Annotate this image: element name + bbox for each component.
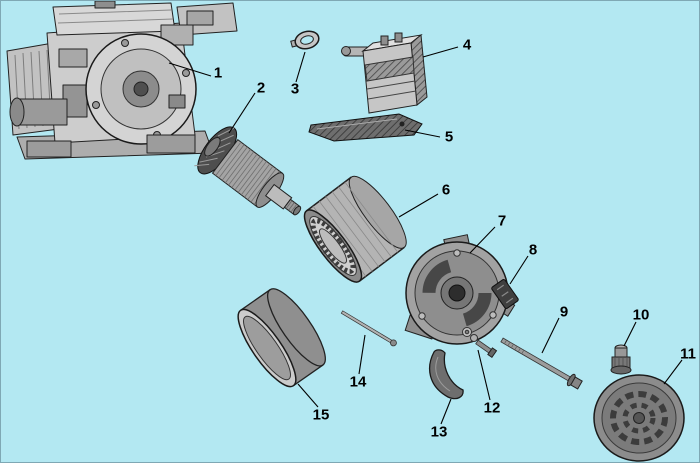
flat-bracket-art: [308, 113, 423, 142]
rotor-armature-art: [194, 126, 302, 216]
callout-9: 9: [559, 303, 569, 321]
callout-14: 14: [349, 373, 367, 391]
leader-lines: [168, 46, 683, 425]
engine-assembly-art: [6, 1, 238, 160]
callout-10: 10: [632, 306, 650, 324]
through-bolt-art: [500, 337, 583, 390]
callout-5: 5: [444, 128, 454, 146]
callout-13: 13: [430, 423, 448, 441]
sleeve-art: [237, 288, 326, 388]
callout-1: 1: [213, 64, 223, 82]
rectifier-art: [341, 32, 428, 114]
callout-3: 3: [290, 80, 300, 98]
callout-12: 12: [483, 399, 501, 417]
retaining-ring-art: [290, 30, 320, 50]
callout-7: 7: [497, 212, 507, 230]
guard-art: [428, 349, 464, 400]
end-cover-art: [593, 374, 685, 462]
callout-8: 8: [528, 241, 538, 259]
rod-art: [340, 310, 397, 347]
callout-2: 2: [256, 79, 266, 97]
callout-4: 4: [462, 36, 472, 54]
rear-bracket-art: [404, 234, 516, 345]
callout-6: 6: [441, 181, 451, 199]
cap-plug-art: [610, 344, 632, 375]
stator-art: [303, 175, 407, 283]
screw-set-art: [462, 327, 498, 359]
callout-15: 15: [312, 406, 330, 424]
callout-11: 11: [680, 345, 696, 363]
brush-holder-art: [491, 279, 519, 309]
